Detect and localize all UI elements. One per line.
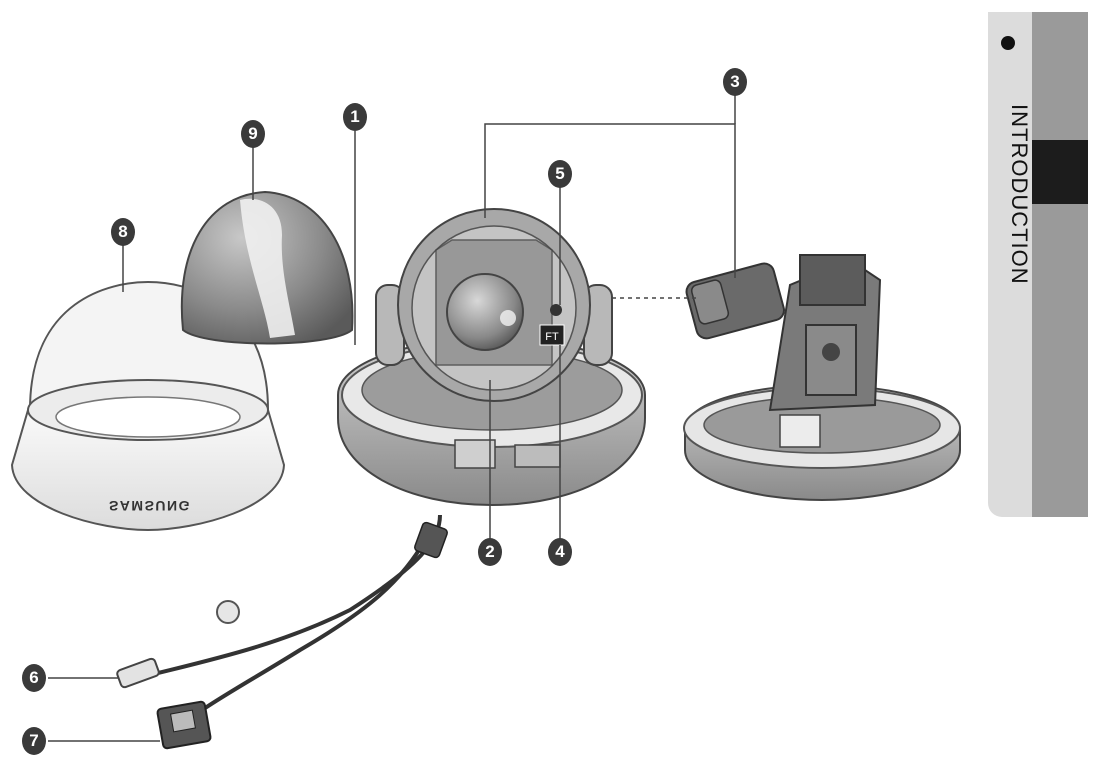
section-tab: INTRODUCTION — [988, 12, 1088, 517]
section-tab-label: INTRODUCTION — [1007, 103, 1032, 285]
samsung-logo: SAMSUNG — [108, 498, 192, 514]
leader-lines — [48, 94, 736, 742]
section-tab-dark-strip — [1032, 12, 1088, 517]
cable-harness — [149, 514, 448, 717]
callout-6: 6 — [22, 664, 46, 692]
section-tab-light-strip — [988, 12, 1032, 517]
bullet-icon — [1001, 36, 1015, 50]
callout-4: 4 — [548, 538, 572, 566]
callout-8: 8 — [111, 218, 135, 246]
callout-7: 7 — [22, 727, 46, 755]
callout-2: 2 — [478, 538, 502, 566]
lens-bracket-assembly — [683, 254, 961, 502]
callout-9: 9 — [241, 120, 265, 148]
dome-bubble — [180, 190, 354, 345]
power-connector — [156, 700, 212, 750]
callout-5: 5 — [548, 160, 572, 188]
camera-body-assembly: FT — [337, 208, 646, 507]
video-connector — [116, 657, 160, 689]
section-tab-active-block — [1032, 140, 1088, 204]
callout-1: 1 — [343, 103, 367, 131]
callout-3: 3 — [723, 68, 747, 96]
svg-text:FT: FT — [545, 331, 559, 343]
